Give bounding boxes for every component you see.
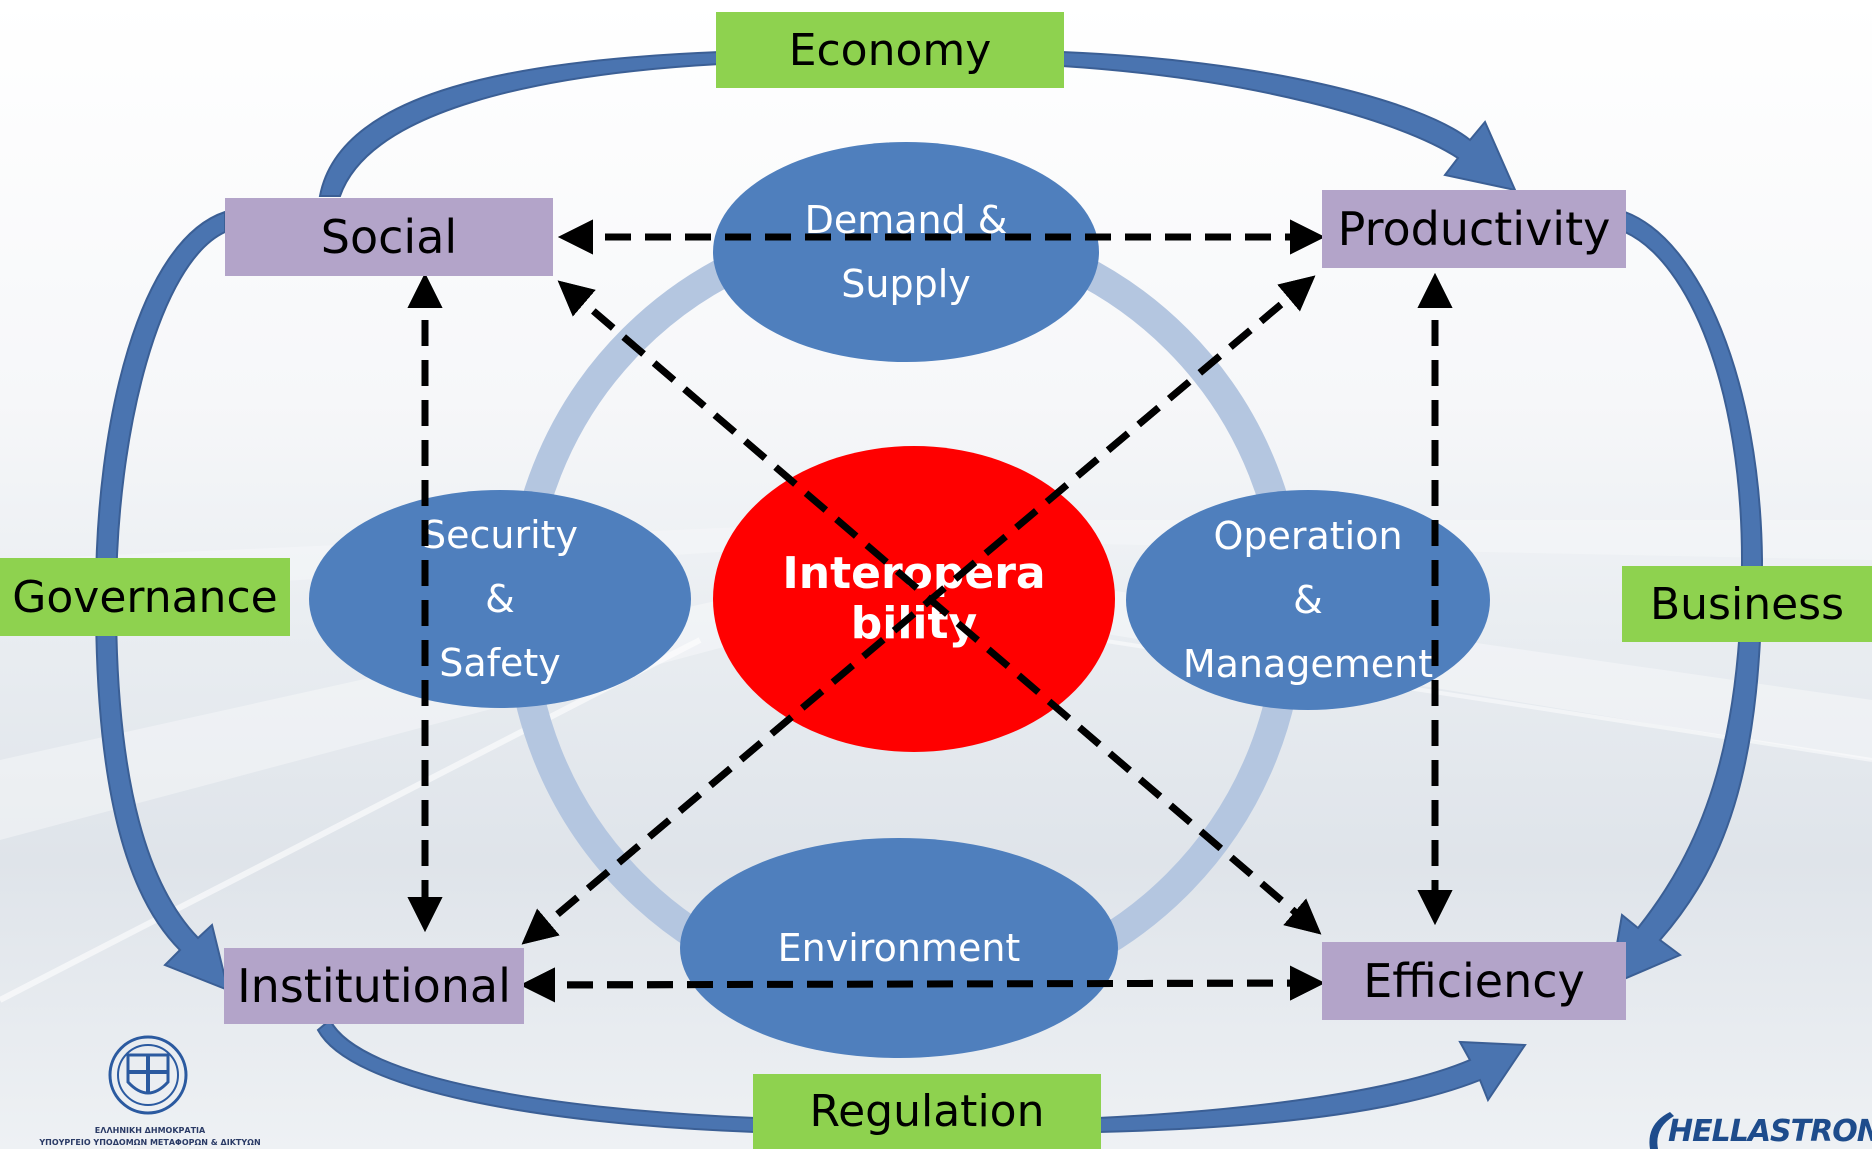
arrow-regulation-2: [1097, 1040, 1527, 1134]
pillar-security-line2: &: [485, 577, 515, 621]
arrow-regulation: [316, 1018, 756, 1134]
arrow-business: [1608, 210, 1764, 987]
center-interoperability: Interopera bility: [713, 446, 1115, 752]
pillar-security-line3: Safety: [439, 641, 561, 685]
box-institutional-label: Institutional: [237, 959, 511, 1013]
arrow-economy-2: [1061, 50, 1517, 192]
hellastron-text: HELLASTRON: [1668, 1114, 1872, 1149]
ministry-text-2: ΥΠΟΥΡΓΕΙΟ ΥΠΟΔΟΜΩΝ ΜΕΤΑΦΟΡΩΝ & ΔΙΚΤΥΩΝ: [39, 1138, 261, 1147]
pillar-security-safety: Security & Safety: [309, 490, 691, 708]
pillar-demand-line2: Supply: [841, 262, 971, 306]
box-governance: Governance: [0, 558, 290, 636]
pillar-security-line1: Security: [421, 513, 579, 557]
pillar-environment-label: Environment: [777, 926, 1021, 970]
pillar-demand-supply: Demand & Supply: [713, 142, 1099, 362]
center-line2: bility: [850, 598, 978, 649]
box-regulation: Regulation: [753, 1074, 1101, 1149]
arrow-economy: [318, 50, 721, 197]
box-business: Business: [1622, 566, 1872, 642]
pillar-operation-line1: Operation: [1213, 514, 1403, 558]
pillar-operation-management: Operation & Management: [1126, 490, 1490, 710]
box-governance-label: Governance: [12, 571, 278, 623]
pillar-operation-line3: Management: [1182, 642, 1434, 686]
center-line1: Interopera: [782, 548, 1046, 599]
pillar-demand-line1: Demand &: [804, 198, 1008, 242]
box-efficiency-label: Efficiency: [1363, 954, 1585, 1008]
box-social: Social: [225, 198, 553, 276]
hellastron-swoosh-icon: [1649, 1112, 1674, 1149]
pillar-operation-line2: &: [1293, 578, 1323, 622]
box-social-label: Social: [320, 210, 458, 264]
box-business-label: Business: [1649, 578, 1845, 630]
box-institutional: Institutional: [224, 948, 524, 1024]
ministry-emblem-icon: [108, 1035, 188, 1115]
box-efficiency: Efficiency: [1322, 942, 1626, 1020]
box-economy-label: Economy: [788, 24, 992, 76]
box-productivity: Productivity: [1322, 190, 1626, 268]
box-economy: Economy: [716, 12, 1064, 88]
box-productivity-label: Productivity: [1337, 202, 1611, 256]
ministry-logo: ΕΛΛΗΝΙΚΗ ΔΗΜΟΚΡΑΤΙΑ ΥΠΟΥΡΓΕΙΟ ΥΠΟΔΟΜΩΝ Μ…: [0, 1030, 300, 1149]
cycle-arrows: [94, 50, 1764, 1134]
hellastron-logo: HELLASTRON: [1640, 1110, 1872, 1149]
box-regulation-label: Regulation: [809, 1086, 1045, 1137]
pillar-environment: Environment: [680, 838, 1118, 1058]
ministry-text-1: ΕΛΛΗΝΙΚΗ ΔΗΜΟΚΡΑΤΙΑ: [94, 1126, 206, 1135]
